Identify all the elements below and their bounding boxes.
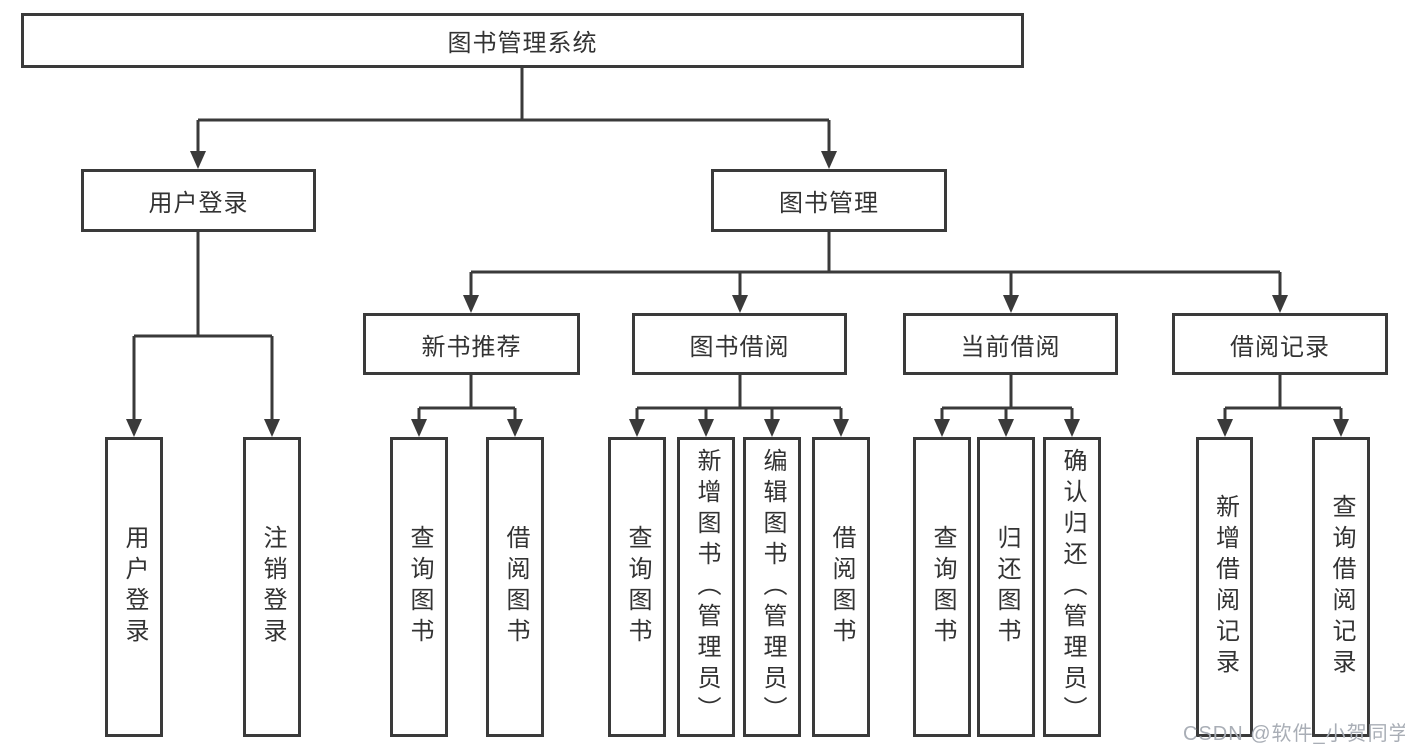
leaf-user-login: 用户登录: [105, 437, 163, 737]
node-current-borrow: 当前借阅: [903, 313, 1118, 375]
leaf-return-books: 归还图书: [977, 437, 1035, 737]
node-new-book-recommend: 新书推荐: [363, 313, 580, 375]
node-book-management-branch: 图书管理: [711, 169, 947, 232]
node-user-login-branch: 用户登录: [81, 169, 316, 232]
leaf-query-books-borrow: 查询图书: [608, 437, 666, 737]
leaf-confirm-return-admin: 确认归还（管理员）: [1043, 437, 1101, 737]
leaf-query-books-recommend: 查询图书: [390, 437, 448, 737]
node-root-library-system: 图书管理系统: [21, 13, 1024, 68]
leaf-logout: 注销登录: [243, 437, 301, 737]
leaf-add-borrow-record: 新增借阅记录: [1196, 437, 1253, 737]
csdn-watermark: CSDN @软件_小贺同学: [1183, 723, 1405, 745]
leaf-add-books-admin: 新增图书（管理员）: [677, 437, 735, 737]
leaf-borrow-books-recommend: 借阅图书: [486, 437, 544, 737]
node-borrow-records: 借阅记录: [1172, 313, 1388, 375]
node-book-borrow: 图书借阅: [632, 313, 847, 375]
leaf-edit-books-admin: 编辑图书（管理员）: [743, 437, 801, 737]
leaf-query-books-current: 查询图书: [913, 437, 971, 737]
leaf-query-borrow-record: 查询借阅记录: [1312, 437, 1370, 737]
leaf-borrow-books: 借阅图书: [812, 437, 870, 737]
